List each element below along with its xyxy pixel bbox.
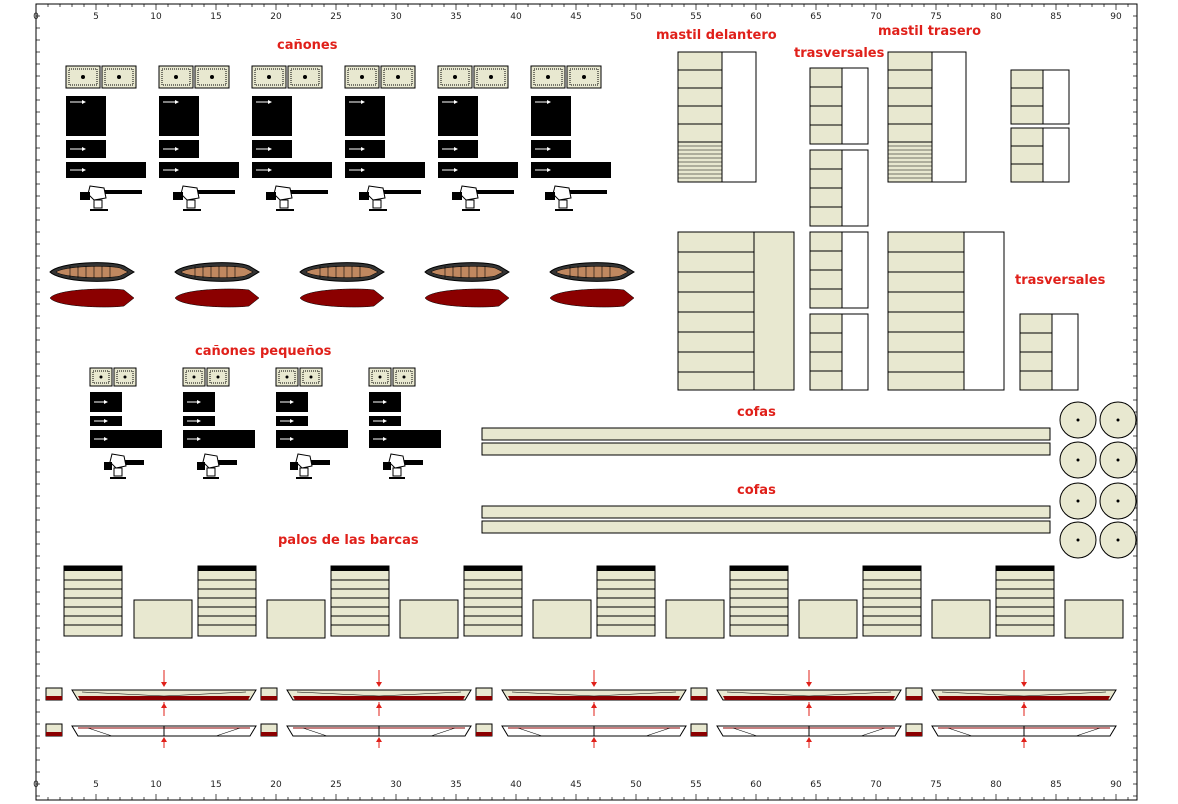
crosstrees-center: [809, 67, 869, 391]
label-trasversales-2: trasversales: [1015, 273, 1106, 288]
mizzenmast-pieces: [887, 51, 1005, 391]
ruler-number: 35: [450, 780, 462, 790]
ruler-number: 25: [330, 12, 342, 22]
ruler-number: 85: [1050, 780, 1062, 790]
cannon-piece: [530, 65, 612, 211]
ruler-number: 50: [630, 780, 642, 790]
ruler-number: 20: [270, 780, 282, 790]
ruler-number: 20: [270, 12, 282, 22]
small-cannon-piece: [368, 367, 442, 479]
small-cannons-group: [89, 367, 442, 479]
label-canones: cañones: [277, 38, 338, 53]
label-trasversales-1: trasversales: [794, 46, 885, 61]
label-palos-barcas: palos de las barcas: [278, 533, 419, 548]
ruler-number: 75: [930, 12, 942, 22]
cannon-piece: [158, 65, 240, 211]
ruler-frame: [35, 3, 1138, 801]
boat-piece: [299, 262, 385, 308]
ruler-number: 80: [990, 12, 1002, 22]
ruler-number: 85: [1050, 12, 1062, 22]
label-mastil-trasero: mastil trasero: [878, 24, 982, 39]
ruler-number: 55: [690, 780, 702, 790]
foremast-pieces: [677, 51, 795, 391]
crosstrees-right: [1010, 69, 1079, 391]
tops-strips: [481, 427, 1051, 534]
ruler-number: 30: [390, 780, 402, 790]
small-cannon-piece: [89, 367, 163, 479]
boat-piece: [49, 262, 135, 308]
ruler-number: 15: [210, 12, 222, 22]
ruler-number: 0: [33, 12, 39, 22]
ruler-number: 75: [930, 780, 942, 790]
ruler-number: 50: [630, 12, 642, 22]
cannon-piece: [65, 65, 147, 211]
ruler-number: 30: [390, 12, 402, 22]
ruler-number: 5: [93, 780, 99, 790]
small-cannon-piece: [275, 367, 349, 479]
ruler-number: 0: [33, 780, 39, 790]
ruler-number: 80: [990, 780, 1002, 790]
ruler-number: 25: [330, 780, 342, 790]
boat-piece: [549, 262, 635, 308]
ruler-number: 45: [570, 780, 582, 790]
ruler-number: 70: [870, 12, 882, 22]
label-cofas-2: cofas: [737, 483, 776, 498]
ruler-ticks: [35, 3, 1137, 800]
ruler-number: 55: [690, 12, 702, 22]
ruler-number: 45: [570, 12, 582, 22]
cannon-piece: [344, 65, 426, 211]
tops-circles: [1059, 401, 1137, 559]
label-canones-pequenos: cañones pequeños: [195, 344, 332, 359]
ruler-number: 10: [150, 780, 162, 790]
ruler-number: 5: [93, 12, 99, 22]
boats-group: [49, 262, 635, 308]
label-mastil-delantero: mastil delantero: [656, 28, 777, 43]
ruler-number: 65: [810, 12, 822, 22]
boat-piece: [174, 262, 260, 308]
ruler-number: 70: [870, 780, 882, 790]
boat-piece: [424, 262, 510, 308]
ruler-number: 35: [450, 12, 462, 22]
small-cannon-piece: [182, 367, 256, 479]
ruler-number: 15: [210, 780, 222, 790]
cannon-piece: [251, 65, 333, 211]
ruler-number: 60: [750, 12, 762, 22]
hull-strips-group: [45, 669, 1117, 749]
label-cofas-1: cofas: [737, 405, 776, 420]
ruler-number: 10: [150, 12, 162, 22]
ruler-number: 90: [1110, 780, 1122, 790]
ruler-number: 40: [510, 780, 522, 790]
ruler-number: 60: [750, 780, 762, 790]
boat-masts-group: [63, 565, 1124, 639]
ruler-number: 90: [1110, 12, 1122, 22]
ruler-number: 40: [510, 12, 522, 22]
cannons-group: [65, 65, 612, 211]
ruler-number: 65: [810, 780, 822, 790]
cannon-piece: [437, 65, 519, 211]
